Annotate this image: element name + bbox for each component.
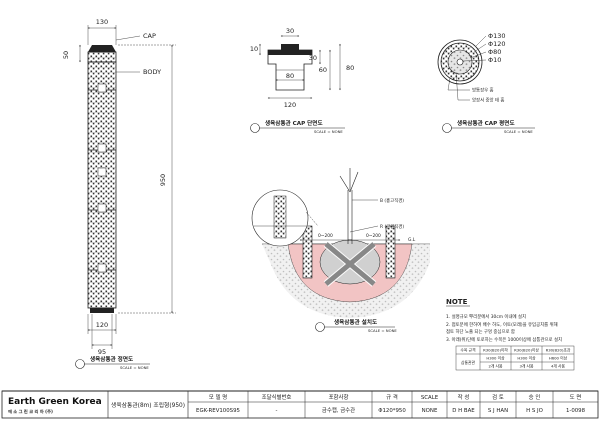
tb-v-procure-id: -: [276, 408, 278, 414]
nt-h1: R30(B20)이하: [483, 348, 508, 353]
note-block: NOTE 1. 설명규모 뿌리분에서 30cm 이내에 설치 2. 점토분에 한…: [446, 298, 575, 371]
installation-view: B (흉고직경) R (근원직경) 0~200 0~200 G.L 생육삼통관 …: [251, 168, 430, 333]
tb-v-checked: S J HAN: [488, 408, 508, 414]
install-title: 생육삼통관 설치도: [334, 318, 377, 326]
cap-section-view: 30 10 80 30 60 80 120 생육삼통관 CAP 단면도 SCAL…: [250, 27, 354, 134]
note-line-1: 1. 설명규모 뿌리분에서 30cm 이내에 설치: [446, 313, 526, 320]
pipe-right: [385, 225, 396, 279]
view-marker-3: [442, 123, 452, 133]
plan-d120: Φ120: [488, 40, 506, 48]
cap-dim-30-side: 30: [309, 54, 317, 62]
nt-h0: 수목 규격: [460, 348, 476, 353]
cap-dim-80-side: 80: [346, 64, 354, 72]
cap-top-shape: [88, 45, 116, 52]
view-marker-1: [75, 359, 85, 369]
tb-v-drawing-no: 1-0098: [566, 408, 586, 414]
view-marker-2: [250, 123, 260, 133]
note-line-2: 2. 점토분에 한하여 배수 하도, 이토(모래)을 유입공치를 위해: [446, 321, 558, 328]
cap-plan-title: 생육삼통관 CAP 평면도: [457, 119, 515, 127]
nt-r1c0: 삼통관관: [461, 360, 475, 365]
note-line-3: 점토 하단 노출 되는 구멍 중심으로 함: [446, 328, 515, 335]
nt-h2: R30(B20)이상: [514, 348, 539, 353]
install-label-d1: 0~200: [318, 233, 333, 239]
dim-cap-height: 50: [62, 51, 70, 59]
nt-r0c3: H600 이상: [549, 356, 568, 361]
tb-v-includes: 금수캡, 금수관: [322, 407, 355, 414]
cap-dim-60: 60: [319, 66, 327, 74]
nt-r1c3: 4개 사용: [551, 364, 566, 369]
nt-h3: R30(B20)초과: [546, 348, 571, 353]
install-label-b: B (흉고직경): [380, 197, 404, 204]
pipe-left: [302, 225, 313, 279]
cap-plan-scale: SCALE = NONE: [504, 129, 533, 134]
install-label-gl: G.L: [408, 237, 416, 243]
plan-leader-1: 방통장우 홈: [472, 87, 494, 94]
plan-d130: Φ130: [488, 32, 506, 40]
pipe-base: [90, 308, 114, 313]
cap-dim-120: 120: [284, 101, 296, 109]
brand-sub: 에 소 그 린 코 리 아 (주): [8, 408, 53, 415]
label-body: BODY: [143, 68, 161, 76]
plan-leader-2: 앙장서 중앙 태 홈: [472, 97, 504, 104]
dim-bottom-width: 95: [98, 348, 106, 356]
dim-base-width: 120: [96, 321, 108, 329]
cap-body: [87, 51, 117, 63]
view-marker-4: [315, 322, 325, 332]
cap-section-title: 생육삼통관 CAP 단면도: [265, 119, 323, 127]
note-line-4: 3. 아래(위)단에 토로하는 수목은 1000이상에 삼통관으로 설치: [446, 336, 562, 343]
tb-v-approved: H S JO: [526, 408, 543, 414]
elevation-title: 생육삼통관 정면도: [90, 355, 133, 363]
install-scale: SCALE = NONE: [368, 328, 397, 333]
nt-r1c2: 3개 사용: [519, 364, 534, 369]
tb-v-scale: NONE: [422, 408, 438, 414]
cap-plan-view: Φ130 Φ120 Φ80 Φ10 방통장우 홈 앙장서 중앙 태 홈 생육삼통…: [437, 32, 535, 134]
drawing-name: 생육삼통관(8m) 조립형(950): [111, 401, 185, 409]
note-heading: NOTE: [446, 298, 468, 306]
label-cap: CAP: [143, 32, 156, 40]
cap-section-scale: SCALE = NONE: [314, 129, 343, 134]
install-label-d2: 0~200: [366, 233, 381, 239]
tb-h-procure-id: 조달식별번호: [262, 393, 292, 401]
cap-dim-10: 10: [250, 45, 258, 53]
cap-dim-30: 30: [286, 27, 294, 35]
elevation-scale: SCALE = NONE: [120, 365, 149, 370]
cap-knob: [281, 44, 299, 50]
install-label-r: R (근원직경): [380, 223, 404, 230]
plan-d80: Φ80: [488, 48, 501, 56]
dim-width-top: 130: [96, 18, 108, 26]
cap-dim-80-inner: 80: [286, 72, 294, 80]
tb-v-spec: Φ120*950: [378, 408, 406, 414]
nt-r0c2: H300 이상: [517, 356, 536, 361]
tb-h-drafted: 작 성: [458, 393, 470, 401]
nt-r1c1: 2개 사용: [488, 364, 503, 369]
plan-d10: Φ10: [488, 56, 501, 64]
tb-h-checked: 검 토: [492, 394, 504, 401]
title-block: Earth Green Korea 에 소 그 린 코 리 아 (주) 생육삼통…: [1, 390, 599, 419]
tb-h-scale: SCALE: [421, 395, 439, 401]
tb-h-model: 모 델 명: [209, 393, 227, 401]
connector-slots: [97, 83, 107, 273]
tb-h-drawing-no: 도 면: [570, 393, 582, 401]
note-table: [455, 345, 575, 371]
tb-h-includes: 포함사항: [329, 393, 349, 401]
tb-h-approved: 승 인: [529, 394, 541, 401]
tb-h-spec: 규 격: [386, 394, 398, 401]
tree-branches: [339, 168, 359, 193]
nt-r0c1: H300 이상: [486, 356, 505, 361]
tb-v-drafted: D H BAE: [452, 408, 475, 414]
elevation-view: 130 50 950 120 95 CAP BODY 생육삼통관 정면도 SCA…: [62, 18, 176, 370]
dim-total-height: 950: [159, 174, 167, 186]
brand-name: Earth Green Korea: [8, 397, 102, 407]
tb-v-model: EGK-REV100S95: [196, 408, 240, 414]
